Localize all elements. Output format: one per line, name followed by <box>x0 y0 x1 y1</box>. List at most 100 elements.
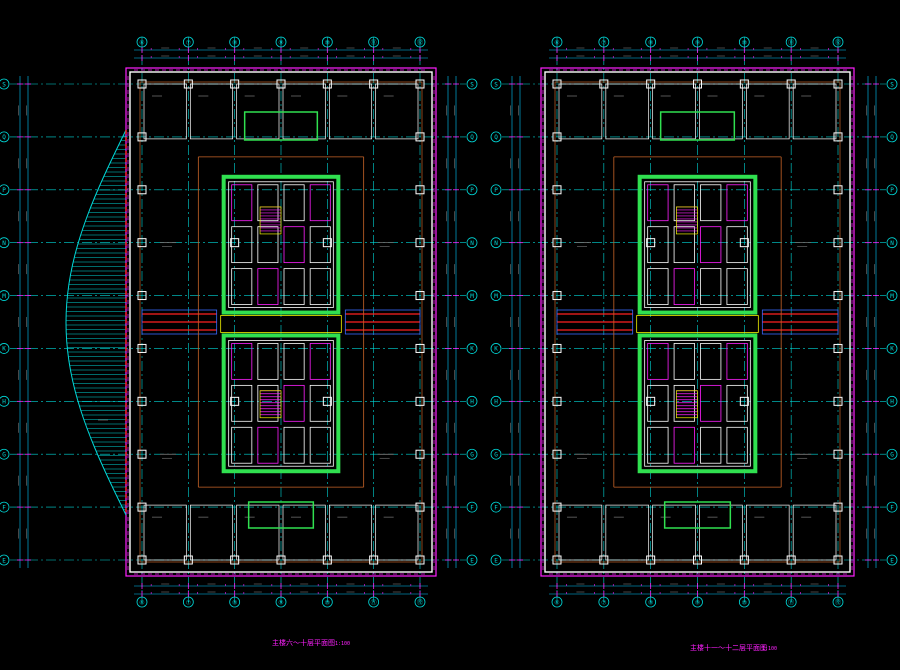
office-room <box>605 504 650 561</box>
core-corridor <box>636 315 759 333</box>
grid-bubble-label: G <box>494 452 498 459</box>
grid-bubble-circle <box>136 596 148 608</box>
grid-bubble-bottom: ⑩ <box>321 596 333 608</box>
grid-bubble-bottom: ⑨ <box>275 596 287 608</box>
grid-bubble-label: ⑨ <box>695 39 700 46</box>
grid-bubble-label: F <box>890 504 894 511</box>
plan-title-right: 主楼十一～十二层平面图 <box>690 643 767 652</box>
grid-bubble-bottom: ⑨ <box>692 596 703 608</box>
core-cell <box>673 184 695 222</box>
core-cell <box>309 226 331 264</box>
grid-bubble-right: P <box>886 184 898 196</box>
grid-bubble-top: ⑨ <box>275 36 287 48</box>
grid-bubble-label: F <box>2 504 6 511</box>
core-cell <box>309 268 331 305</box>
core-cell <box>647 184 669 222</box>
grid-bubble-right: G <box>466 448 478 460</box>
grid-bubble-label: G <box>890 452 894 459</box>
grid-bubble-label: ⑧ <box>232 39 237 46</box>
grid-bubble-right: H <box>466 395 478 407</box>
core-cell <box>700 184 722 222</box>
grid-bubble-label: ⑫ <box>835 38 841 46</box>
office-room <box>282 504 326 561</box>
grid-bubble-circle <box>0 448 10 460</box>
grid-bubble-circle <box>886 131 898 143</box>
grid-bubble-circle <box>645 36 657 48</box>
grid-bubble-label: ⑦ <box>601 39 606 46</box>
office-room <box>143 83 187 140</box>
structural-column <box>415 343 425 353</box>
stair-outline <box>259 390 282 419</box>
grid-bubble-label: E <box>494 557 498 564</box>
grid-bubble-top: ⑪ <box>368 36 380 48</box>
grid-bubble-label: K <box>2 346 6 353</box>
core-cell <box>309 384 331 422</box>
grid-bubble-label: Q <box>470 134 474 141</box>
grid-bubble-circle <box>466 290 478 301</box>
grid-bubble-circle <box>832 36 844 48</box>
grid-bubble-label: N <box>470 240 474 247</box>
grid-bubble-top: ⑫ <box>832 36 844 48</box>
structural-column <box>552 185 562 195</box>
grid-bubble-bottom: ⑪ <box>785 596 797 608</box>
grid-bubble-left: N <box>0 237 10 249</box>
grid-bubble-circle <box>886 554 898 566</box>
grid-bubble-label: S <box>494 81 498 88</box>
structural-column <box>552 502 562 512</box>
grid-bubble-label: ⑫ <box>835 598 841 606</box>
structural-column <box>833 132 843 142</box>
core-cell <box>231 184 253 222</box>
structural-column <box>137 449 147 459</box>
structural-column <box>137 343 147 353</box>
structural-column <box>137 502 147 512</box>
grid-bubble-label: K <box>890 346 894 353</box>
grid-bubble-left: P <box>0 184 10 196</box>
grid-bubble-label: ⑧ <box>648 599 653 606</box>
office-room <box>745 504 790 561</box>
grid-bubble-top: ⑫ <box>414 36 426 48</box>
core-cell <box>700 384 722 422</box>
core-cell <box>231 268 253 305</box>
grid-bubble-left: F <box>0 501 10 513</box>
grid-bubble-label: ⑦ <box>601 599 606 606</box>
grid-bubble-left: E <box>0 554 10 566</box>
grid-bubble-left: E <box>490 554 502 566</box>
grid-bubble-circle <box>886 184 898 196</box>
grid-bubble-circle <box>490 501 502 513</box>
grid-bubble-label: H <box>890 399 894 406</box>
grid-bubble-label: ⑨ <box>278 599 283 606</box>
grid-bubble-circle <box>886 343 898 354</box>
grid-bubble-label: G <box>470 452 474 459</box>
grid-bubble-circle <box>321 36 333 48</box>
grid-bubble-circle <box>0 237 10 249</box>
grid-bubble-left: K <box>0 343 10 354</box>
structural-column <box>833 396 843 406</box>
office-room <box>558 504 603 561</box>
grid-bubble-label: M <box>2 293 6 300</box>
grid-bubble-circle <box>0 131 10 143</box>
core-cell <box>673 226 695 264</box>
grid-bubble-circle <box>490 237 502 249</box>
office-room <box>236 504 280 561</box>
grid-bubble-circle <box>490 448 502 460</box>
structural-column <box>415 502 425 512</box>
structural-column <box>137 132 147 142</box>
grid-bubble-label: ⑦ <box>186 39 191 46</box>
grid-bubble-label: H <box>494 399 498 406</box>
core-cell <box>257 268 279 305</box>
grid-bubble-top: ⑧ <box>229 36 241 48</box>
slab-edge <box>129 71 433 573</box>
structural-column <box>739 396 749 406</box>
grid-bubble-label: ⑪ <box>371 598 377 606</box>
grid-bubble-bottom: ⑪ <box>368 596 380 608</box>
grid-bubble-circle <box>490 554 502 566</box>
grid-bubble-circle <box>466 78 478 90</box>
grid-bubble-circle <box>182 36 194 48</box>
core-cell <box>700 226 722 264</box>
grid-bubble-bottom: ⑥ <box>136 596 148 608</box>
core-cell <box>283 426 305 464</box>
grid-bubble-left: H <box>0 395 10 407</box>
grid-bubble-label: K <box>470 346 474 353</box>
structural-column <box>322 238 332 248</box>
